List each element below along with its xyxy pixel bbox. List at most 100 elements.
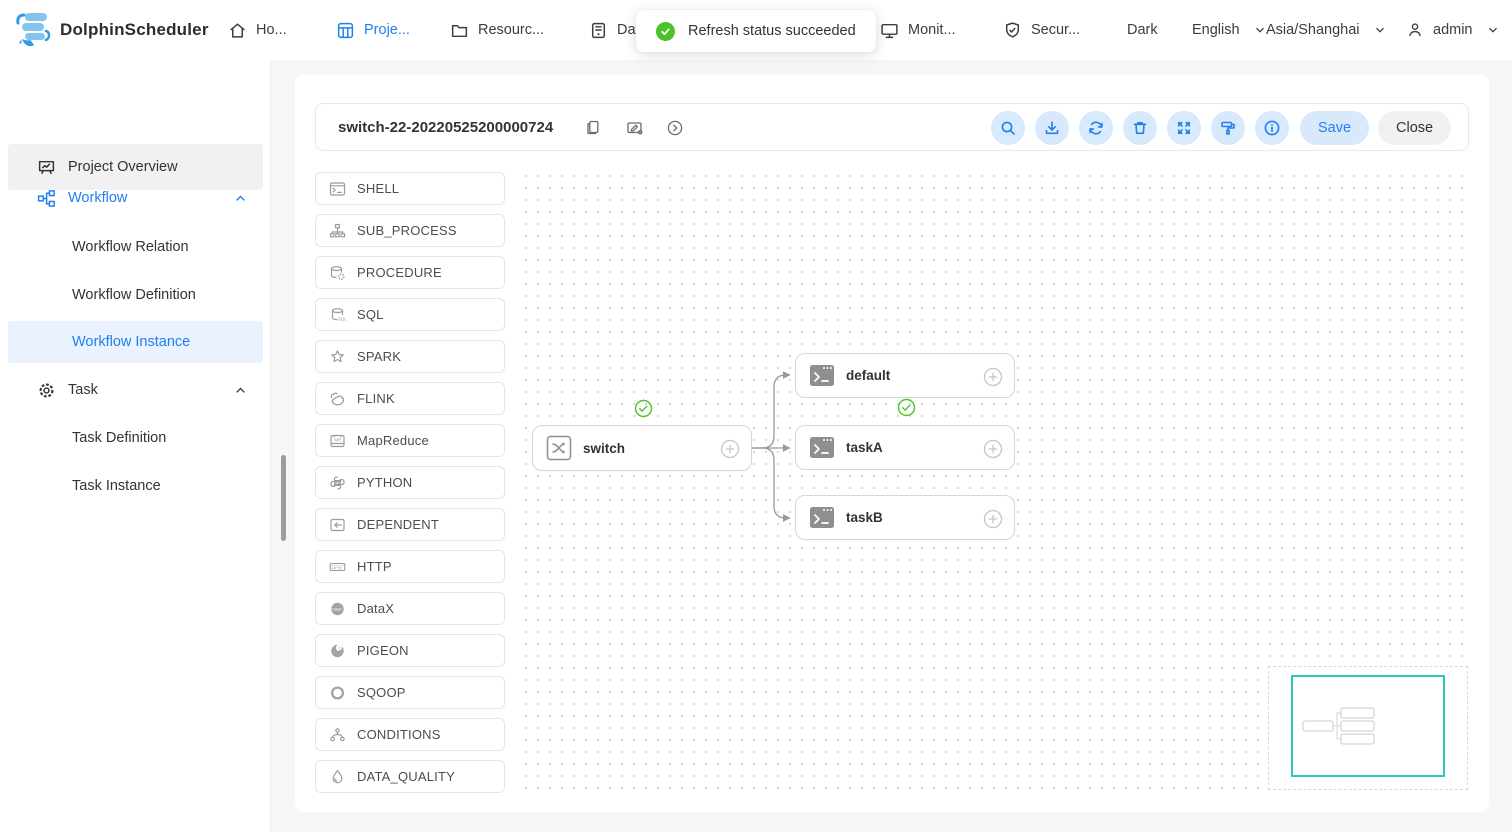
- sidebar-item-label: Workflow Relation: [72, 239, 189, 255]
- timezone-select[interactable]: Asia/Shanghai: [1266, 0, 1386, 60]
- language-label: English: [1192, 22, 1240, 38]
- task-type-label: DEPENDENT: [357, 517, 439, 532]
- sidebar-item-task-instance[interactable]: Task Instance: [8, 466, 263, 506]
- copy-icon[interactable]: [584, 119, 601, 136]
- task-type-python[interactable]: PYTHON: [315, 466, 505, 499]
- timezone-label: Asia/Shanghai: [1266, 22, 1360, 38]
- brand[interactable]: DolphinScheduler: [10, 0, 209, 60]
- task-type-sub-process[interactable]: SUB_PROCESS: [315, 214, 505, 247]
- search-button[interactable]: [991, 111, 1025, 145]
- refresh-button[interactable]: [1079, 111, 1113, 145]
- user-menu[interactable]: admin: [1406, 0, 1499, 60]
- theme-toggle-button[interactable]: Dark: [1127, 0, 1158, 60]
- nav-item-monitor[interactable]: Monit...: [880, 0, 956, 60]
- plus-icon[interactable]: [983, 367, 1003, 387]
- task-type-sql[interactable]: SQL SQL: [315, 298, 505, 331]
- conditions-icon: [329, 727, 346, 743]
- info-button[interactable]: [1255, 111, 1289, 145]
- sidebar-item-label: Workflow Definition: [72, 287, 196, 303]
- nav-item-label: Secur...: [1031, 22, 1080, 38]
- sidebar-item-label: Task Definition: [72, 430, 166, 446]
- python-icon: [329, 475, 346, 491]
- download-button[interactable]: [1035, 111, 1069, 145]
- sidebar-item-label: Task: [68, 382, 98, 398]
- task-type-label: SQOOP: [357, 685, 406, 700]
- delete-button[interactable]: [1123, 111, 1157, 145]
- shell-icon: [329, 181, 346, 197]
- task-type-label: SPARK: [357, 349, 401, 364]
- task-type-sqoop[interactable]: SQOOP: [315, 676, 505, 709]
- refresh-icon: [1087, 119, 1105, 137]
- shell-task-icon: [809, 436, 835, 459]
- task-type-shell[interactable]: SHELL: [315, 172, 505, 205]
- chevron-down-icon: [1487, 24, 1499, 36]
- dag-node-taskA[interactable]: taskA: [795, 425, 1015, 470]
- arrow-circle-icon[interactable]: [666, 119, 684, 137]
- edit-icon[interactable]: [626, 119, 644, 137]
- mapreduce-icon: MR: [329, 433, 346, 449]
- plus-icon[interactable]: [983, 439, 1003, 459]
- task-type-dependent[interactable]: DEPENDENT: [315, 508, 505, 541]
- sidebar-item-label: Task Instance: [72, 478, 161, 494]
- minimap[interactable]: [1268, 666, 1468, 790]
- dag-node-label: switch: [583, 441, 625, 456]
- sidebar-item-task[interactable]: Task: [8, 370, 263, 410]
- task-type-label: SHELL: [357, 181, 399, 196]
- sidebar-item-workflow-relation[interactable]: Workflow Relation: [8, 227, 263, 267]
- workflow-icon: [36, 189, 56, 208]
- overview-board-icon: [36, 158, 56, 177]
- save-button[interactable]: Save: [1300, 111, 1369, 145]
- task-type-label: PIGEON: [357, 643, 409, 658]
- svg-text:SQL: SQL: [338, 316, 346, 321]
- task-type-http[interactable]: HTTP HTTP: [315, 550, 505, 583]
- dag-card: switch-22-20220525200000724: [295, 75, 1489, 812]
- task-type-data-quality[interactable]: DATA_QUALITY: [315, 760, 505, 793]
- procedure-icon: [329, 265, 346, 281]
- task-type-mapreduce[interactable]: MR MapReduce: [315, 424, 505, 457]
- nav-item-resources[interactable]: Resourc...: [450, 0, 544, 60]
- nav-item-projects[interactable]: Proje...: [336, 0, 410, 60]
- task-type-label: MapReduce: [357, 433, 429, 448]
- task-type-label: CONDITIONS: [357, 727, 441, 742]
- dolphinscheduler-logo-icon: [10, 7, 56, 53]
- task-type-label: HTTP: [357, 559, 392, 574]
- minimap-viewport[interactable]: [1291, 675, 1445, 777]
- datasource-icon: [589, 21, 608, 40]
- toast-message: Refresh status succeeded: [688, 23, 856, 39]
- task-type-spark[interactable]: SPARK: [315, 340, 505, 373]
- plus-icon[interactable]: [983, 509, 1003, 529]
- chevron-up-icon: [234, 384, 247, 397]
- svg-text:HTTP: HTTP: [332, 565, 343, 570]
- task-type-label: DATA_QUALITY: [357, 769, 455, 784]
- content-area: switch-22-20220525200000724: [271, 60, 1512, 832]
- nav-item-security[interactable]: Secur...: [1003, 0, 1080, 60]
- dag-node-default[interactable]: default: [795, 353, 1015, 398]
- flink-icon: [329, 391, 346, 407]
- task-type-label: SQL: [357, 307, 384, 322]
- switch-task-icon: [546, 435, 572, 461]
- download-icon: [1043, 119, 1061, 137]
- fullscreen-button[interactable]: [1167, 111, 1201, 145]
- format-dag-button[interactable]: [1211, 111, 1245, 145]
- sidebar-item-workflow-definition[interactable]: Workflow Definition: [8, 275, 263, 315]
- task-type-procedure[interactable]: PROCEDURE: [315, 256, 505, 289]
- sidebar-scrollbar[interactable]: [281, 455, 286, 541]
- chevron-down-icon: [1254, 24, 1266, 36]
- dag-node-switch[interactable]: switch: [532, 425, 752, 471]
- language-select[interactable]: English: [1192, 0, 1266, 60]
- plus-icon[interactable]: [720, 439, 740, 459]
- task-type-pigeon[interactable]: PIGEON: [315, 634, 505, 667]
- task-type-conditions[interactable]: CONDITIONS: [315, 718, 505, 751]
- fullscreen-icon: [1175, 119, 1193, 137]
- task-type-datax[interactable]: DataX DataX: [315, 592, 505, 625]
- nav-item-home[interactable]: Ho...: [228, 0, 287, 60]
- task-type-flink[interactable]: FLINK: [315, 382, 505, 415]
- dag-node-taskB[interactable]: taskB: [795, 495, 1015, 540]
- chevron-up-icon: [234, 192, 247, 205]
- task-type-label: PYTHON: [357, 475, 412, 490]
- sidebar-item-workflow[interactable]: Workflow: [8, 178, 263, 218]
- close-button[interactable]: Close: [1378, 111, 1451, 145]
- sidebar-item-workflow-instance[interactable]: Workflow Instance: [8, 321, 263, 363]
- sidebar-item-task-definition[interactable]: Task Definition: [8, 418, 263, 458]
- sqoop-icon: [329, 685, 346, 701]
